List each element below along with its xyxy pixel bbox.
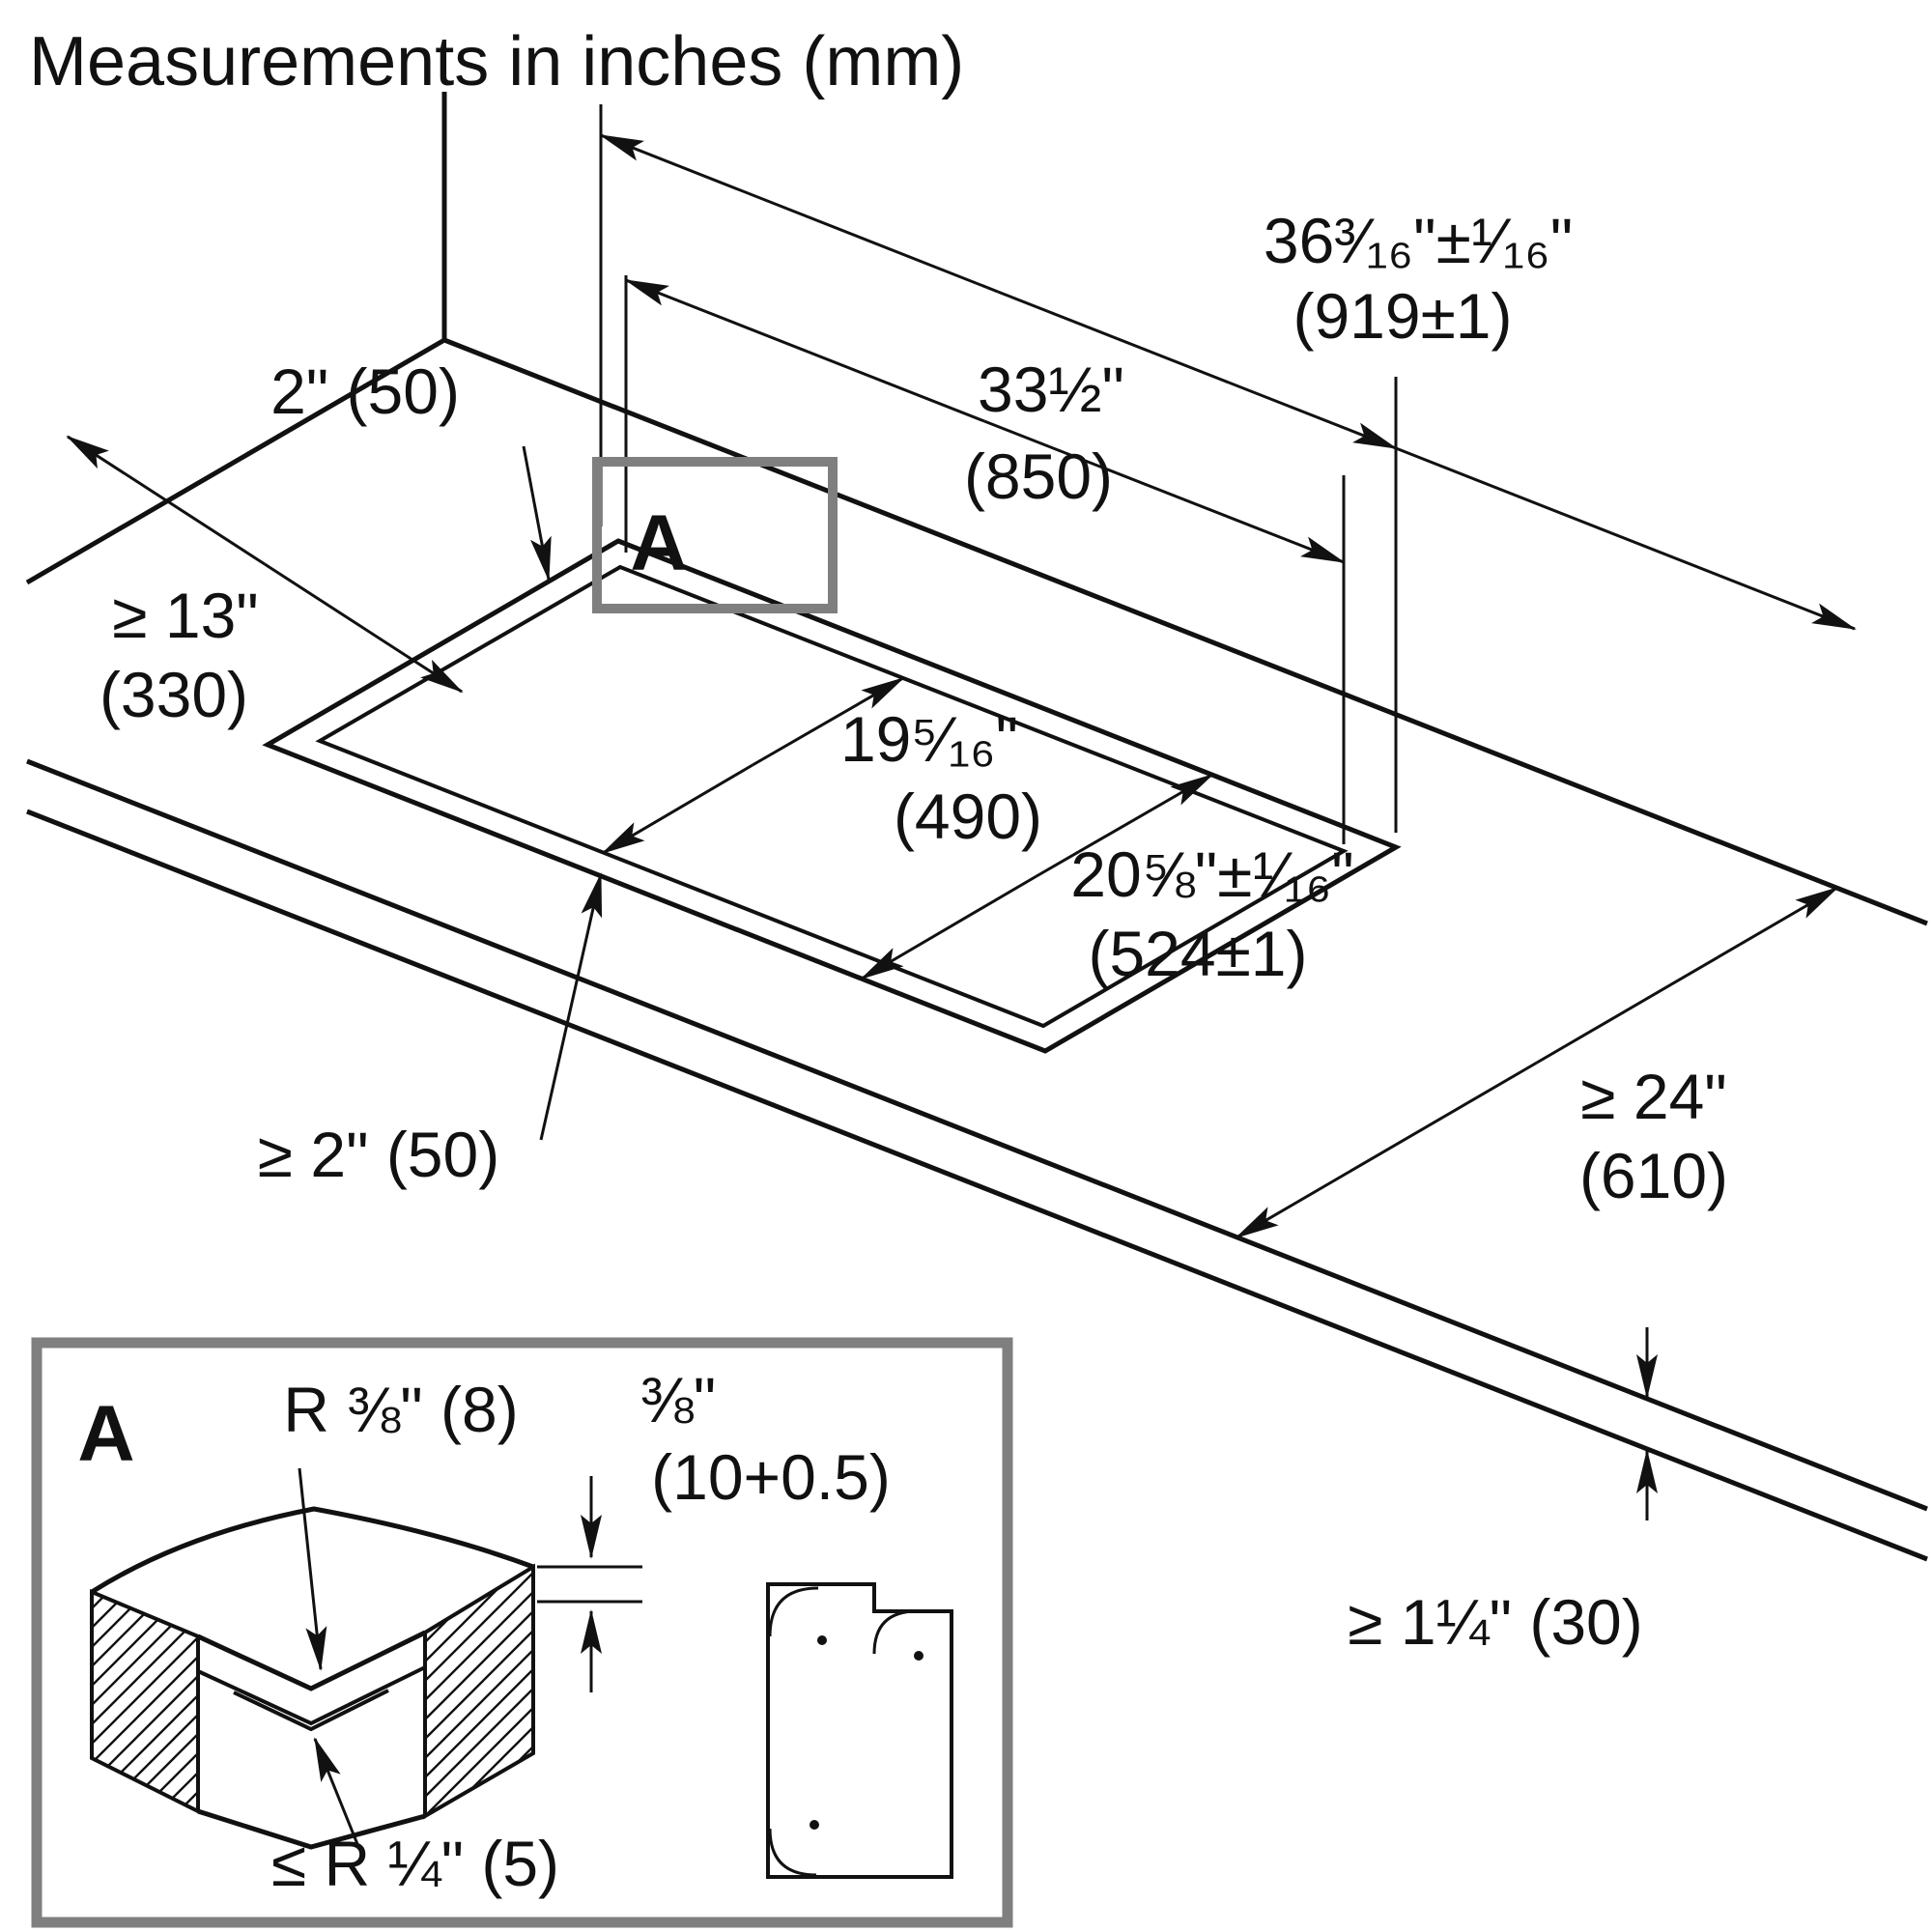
- radius-arc-top-left: [768, 1586, 819, 1637]
- detail-inset-box: [31, 1337, 1013, 1928]
- dim-outer-depth-mm: (524±1): [1088, 918, 1307, 989]
- dim-counter-depth-label: ≥ 24": [1580, 1061, 1726, 1132]
- broken-top-edge: [90, 1506, 534, 1595]
- counter-front-edge-top: [26, 758, 1928, 1512]
- section-face-left: [90, 1588, 200, 1815]
- dim-left-clearance-label: ≥ 13": [112, 580, 258, 651]
- dim-inner-depth-label: 19⁵⁄₁₆": [840, 703, 1018, 775]
- cutout-plan-icon: [766, 1582, 953, 1879]
- cutout-inner-ledge-edge: [315, 564, 1349, 1029]
- countertop-outline: [25, 92, 1928, 1562]
- counter-back-edge: [443, 337, 1928, 926]
- dim-outer-width-mm: (919±1): [1293, 280, 1512, 352]
- plan-outline: [766, 1582, 953, 1879]
- detail-marker-letter: A: [630, 499, 687, 587]
- outer-width-arrow-extension: [1395, 446, 1857, 631]
- page-title: Measurements in inches (mm): [29, 23, 964, 100]
- cutout-outer-edge: [262, 538, 1402, 1054]
- counter-depth-arrow-back: [1536, 886, 1839, 1065]
- inner-radius-arrow: [313, 1737, 361, 1850]
- detail-letter: A: [77, 1390, 134, 1478]
- dim-rear-gap-label: 2" (50): [270, 355, 460, 427]
- detail-marker: A: [592, 457, 838, 613]
- inner-width-arrow-left: [624, 278, 985, 423]
- outer-radius-arrow: [298, 1467, 327, 1671]
- cutout-inner-corner-edge: [233, 1689, 389, 1732]
- detail-outer-radius-label: R ⅜" (8): [283, 1374, 518, 1445]
- detail-marker-box: [592, 457, 838, 613]
- detail-step-label: ⅜": [640, 1364, 716, 1435]
- outer-depth-arrow-front: [860, 874, 1037, 980]
- radius-center-dot-top-left: [817, 1635, 827, 1645]
- radius-arc-bottom-left: [768, 1828, 817, 1877]
- detail-inner-radius-label: ≤ R ¼" (5): [271, 1828, 559, 1899]
- radius-center-dot-bottom-left: [810, 1820, 819, 1830]
- recess-ledge-edge: [197, 1665, 426, 1726]
- cutout-outline: [262, 538, 1402, 1054]
- dimension-arrows: [66, 133, 1857, 1520]
- dim-left-clearance-mm: (330): [99, 659, 248, 730]
- detail-step-mm-label: (10+0.5): [651, 1441, 891, 1513]
- counter-depth-arrow-front: [1235, 1061, 1538, 1239]
- dim-outer-width-label: 36³⁄₁₆"±¹⁄₁₆": [1264, 205, 1573, 276]
- outer-width-arrow-left: [599, 133, 999, 294]
- dimension-labels: 36³⁄₁₆"±¹⁄₁₆" (919±1) 33½" (850) 2" (50)…: [99, 205, 1728, 1658]
- detail-inset: A R ⅜" (8) ⅜" (10+0.5) ≤ R ¼" (5): [31, 1337, 1013, 1928]
- dim-inner-width-label: 33½": [978, 354, 1124, 425]
- counter-left-edge: [25, 337, 446, 585]
- dim-counter-depth-mm: (610): [1579, 1140, 1728, 1211]
- radius-center-dot-notch: [914, 1651, 923, 1661]
- counter-front-edge-bottom: [26, 809, 1928, 1562]
- dim-inner-depth-mm: (490): [894, 781, 1042, 852]
- front-gap-arrow: [539, 872, 603, 1141]
- radius-arc-notch: [872, 1609, 918, 1655]
- inner-depth-arrow-front: [601, 763, 753, 855]
- outer-depth-arrow-back: [1036, 773, 1214, 878]
- inner-depth-arrow-back: [752, 676, 905, 767]
- dim-front-gap-label: ≥ 2" (50): [258, 1119, 499, 1190]
- section-face-right: [423, 1563, 535, 1820]
- inner-width-arrow-right: [983, 419, 1346, 564]
- left-clearance-arrow-right: [264, 562, 464, 694]
- corner-section-drawing: [90, 1506, 535, 1850]
- dim-outer-depth-label: 20⅝"±¹⁄₁₆": [1070, 838, 1353, 910]
- recess-top-edge: [196, 1630, 427, 1691]
- outer-width-arrow-right: [997, 290, 1398, 450]
- rear-gap-arrow: [522, 445, 552, 582]
- dim-front-edge-label: ≥ 1¼" (30): [1348, 1586, 1642, 1658]
- dim-inner-width-mm: (850): [964, 440, 1113, 512]
- section-bottom-edge: [197, 1808, 426, 1850]
- left-clearance-arrow-left: [66, 435, 266, 566]
- extension-lines: [599, 104, 1398, 844]
